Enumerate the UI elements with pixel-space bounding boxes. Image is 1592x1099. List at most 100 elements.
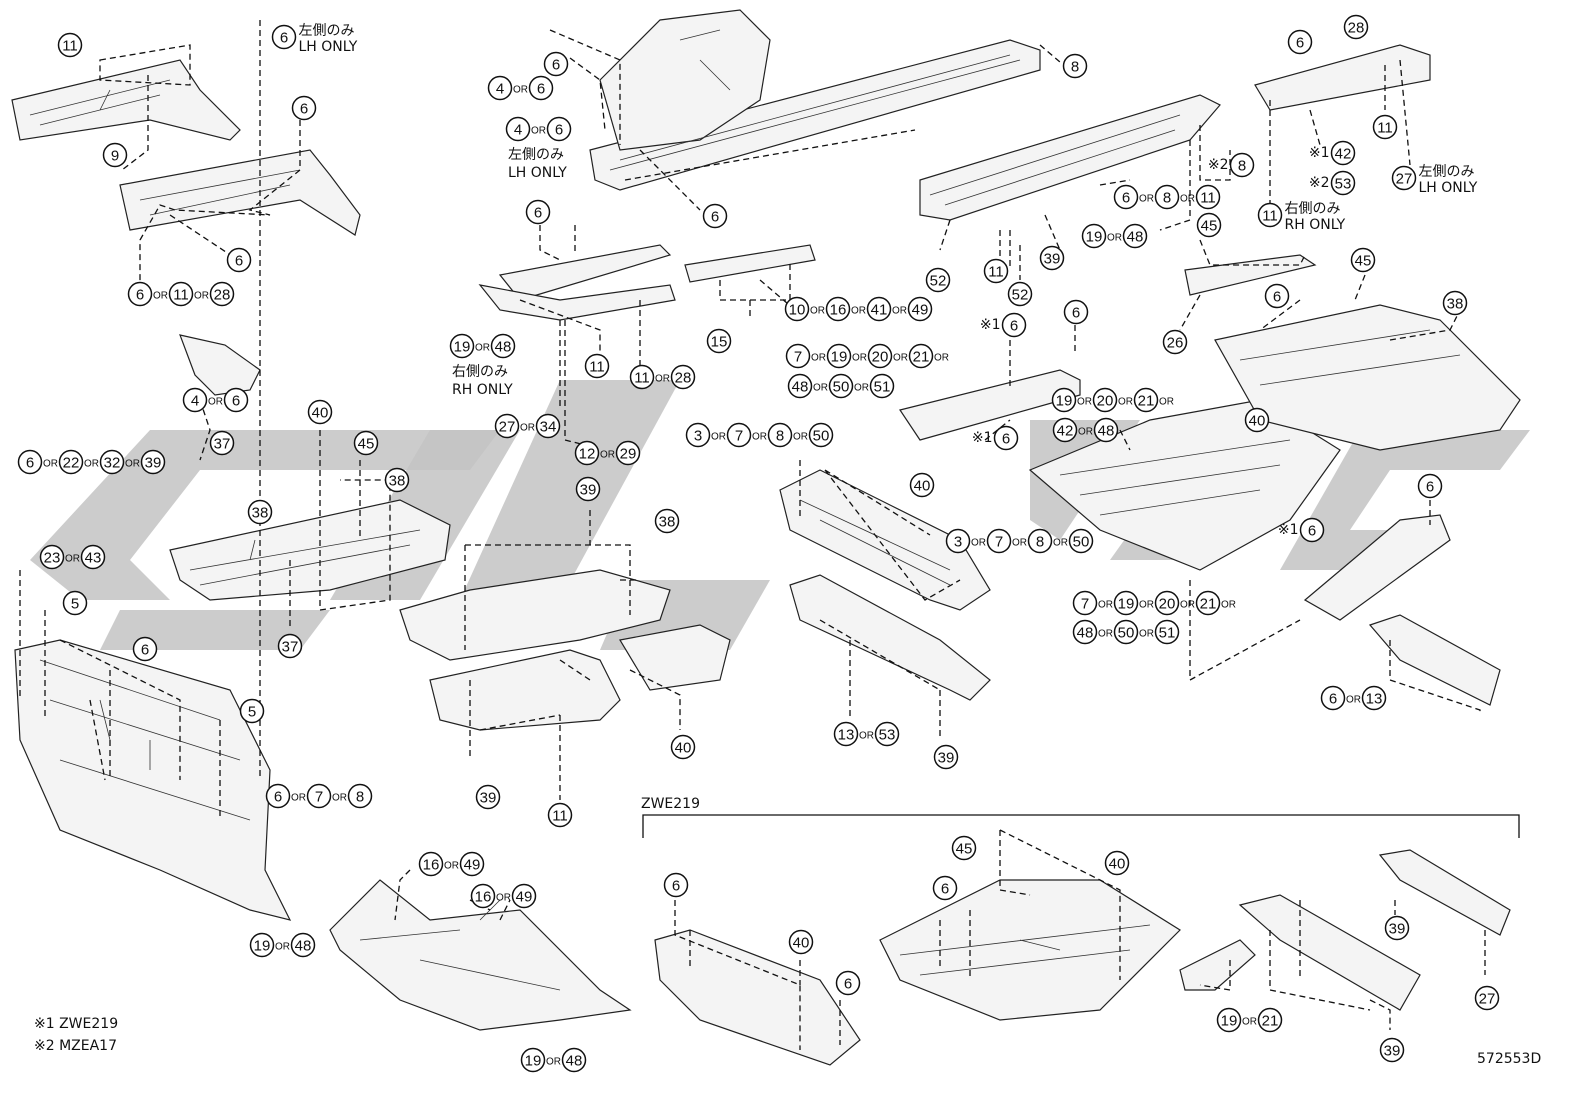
part-number: 6	[235, 253, 243, 270]
part-number: 22	[63, 455, 80, 472]
front-suspension-crossmember	[329, 879, 632, 1031]
part-number-circle	[277, 633, 303, 659]
part-number-circle	[525, 199, 551, 225]
part-number-circle	[1113, 619, 1139, 645]
part-number-circle	[670, 364, 696, 390]
part-number: 27	[1479, 991, 1496, 1008]
part-number: 6	[136, 287, 144, 304]
part-number: 6	[1296, 35, 1304, 52]
part-number-circle	[1154, 590, 1180, 616]
part-number: 6	[300, 101, 308, 118]
part-number: 11	[173, 287, 189, 304]
part-number: 6	[534, 205, 542, 222]
part-number-circle	[670, 734, 696, 760]
part-number-circle	[1391, 165, 1417, 191]
part-number-circle	[140, 449, 166, 475]
part-number-circle	[306, 783, 332, 809]
part-number: 45	[956, 841, 973, 858]
callout-39: 28	[1343, 14, 1369, 40]
callout-51: 6	[1417, 473, 1443, 499]
part-number-circle	[384, 467, 410, 493]
part-number: 8	[1071, 59, 1079, 76]
part-number-circle	[1001, 312, 1027, 338]
part-number-circle	[1072, 619, 1098, 645]
part-number-circle	[511, 883, 537, 909]
part-number-circle	[547, 802, 573, 828]
part-number: 27	[499, 419, 516, 436]
part-number-circle	[828, 373, 854, 399]
callout-45: 45	[1350, 247, 1376, 273]
part-number: 6	[537, 81, 545, 98]
part-number: 53	[1335, 176, 1352, 193]
callout-note-jp: 左側のみ	[299, 23, 355, 39]
or-label: OR	[1159, 397, 1174, 408]
part-number-circle	[1007, 281, 1033, 307]
part-number: 5	[71, 596, 79, 613]
part-number: 4	[514, 122, 522, 139]
callout-2: 9	[102, 142, 128, 168]
callout-1: 11	[57, 32, 83, 58]
part-number: 8	[776, 428, 784, 445]
part-number-circle	[1052, 417, 1078, 443]
or-label: OR	[1077, 397, 1092, 408]
part-number: 39	[145, 455, 162, 472]
part-number-circle	[907, 296, 933, 322]
part-number-circle	[1474, 985, 1500, 1011]
part-number-circle	[869, 373, 895, 399]
zwe-rear-floor-pan	[879, 879, 1181, 1021]
callout-82: 45	[951, 835, 977, 861]
callout-37: 26	[1162, 329, 1188, 355]
or-label: OR	[475, 343, 490, 354]
or-label: OR	[851, 306, 866, 317]
part-number-circle	[1257, 1007, 1283, 1033]
footnote-1: ※1 ZWE219	[34, 1016, 118, 1032]
part-number: 13	[1366, 691, 1383, 708]
part-number: 48	[1098, 423, 1115, 440]
part-number: 51	[874, 379, 891, 396]
callout-57: 45	[353, 430, 379, 456]
part-number: 7	[735, 428, 743, 445]
part-number-circle	[487, 75, 513, 101]
part-number-circle	[932, 875, 958, 901]
or-label: OR	[1107, 233, 1122, 244]
part-number: 39	[580, 482, 597, 499]
or-label: OR	[1346, 695, 1361, 706]
part-number: 49	[912, 302, 929, 319]
part-number: 21	[1262, 1013, 1279, 1030]
part-number-circle	[1162, 329, 1188, 355]
rear-floor-crossmember	[429, 649, 621, 731]
part-number-circle	[209, 281, 235, 307]
or-label: OR	[332, 793, 347, 804]
part-number: 52	[1012, 287, 1029, 304]
or-label: OR	[531, 126, 546, 137]
part-number: 10	[789, 302, 806, 319]
part-number-circle	[1154, 184, 1180, 210]
callout-note-jp: 左側のみ	[508, 147, 564, 163]
part-number-circle	[654, 508, 680, 534]
part-number-circle	[546, 116, 572, 142]
or-label: OR	[520, 423, 535, 434]
part-number-circle	[833, 721, 859, 747]
part-number-circle	[271, 24, 297, 50]
part-number: 7	[995, 534, 1003, 551]
part-number-circle	[1417, 473, 1443, 499]
callout-56: 40	[307, 399, 333, 425]
part-number: 7	[794, 349, 802, 366]
part-number-circle	[874, 721, 900, 747]
callout-86: 39	[1384, 915, 1410, 941]
part-number: 48	[792, 379, 809, 396]
part-number: 16	[423, 857, 440, 874]
floor-member-rh	[899, 369, 1081, 441]
callout-12: 6	[543, 51, 569, 77]
part-number: 6	[1002, 431, 1010, 448]
footnote-2-text: MZEA17	[59, 1038, 117, 1054]
or-label: OR	[1053, 538, 1068, 549]
part-number: 50	[1073, 534, 1090, 551]
part-number: 37	[214, 436, 231, 453]
